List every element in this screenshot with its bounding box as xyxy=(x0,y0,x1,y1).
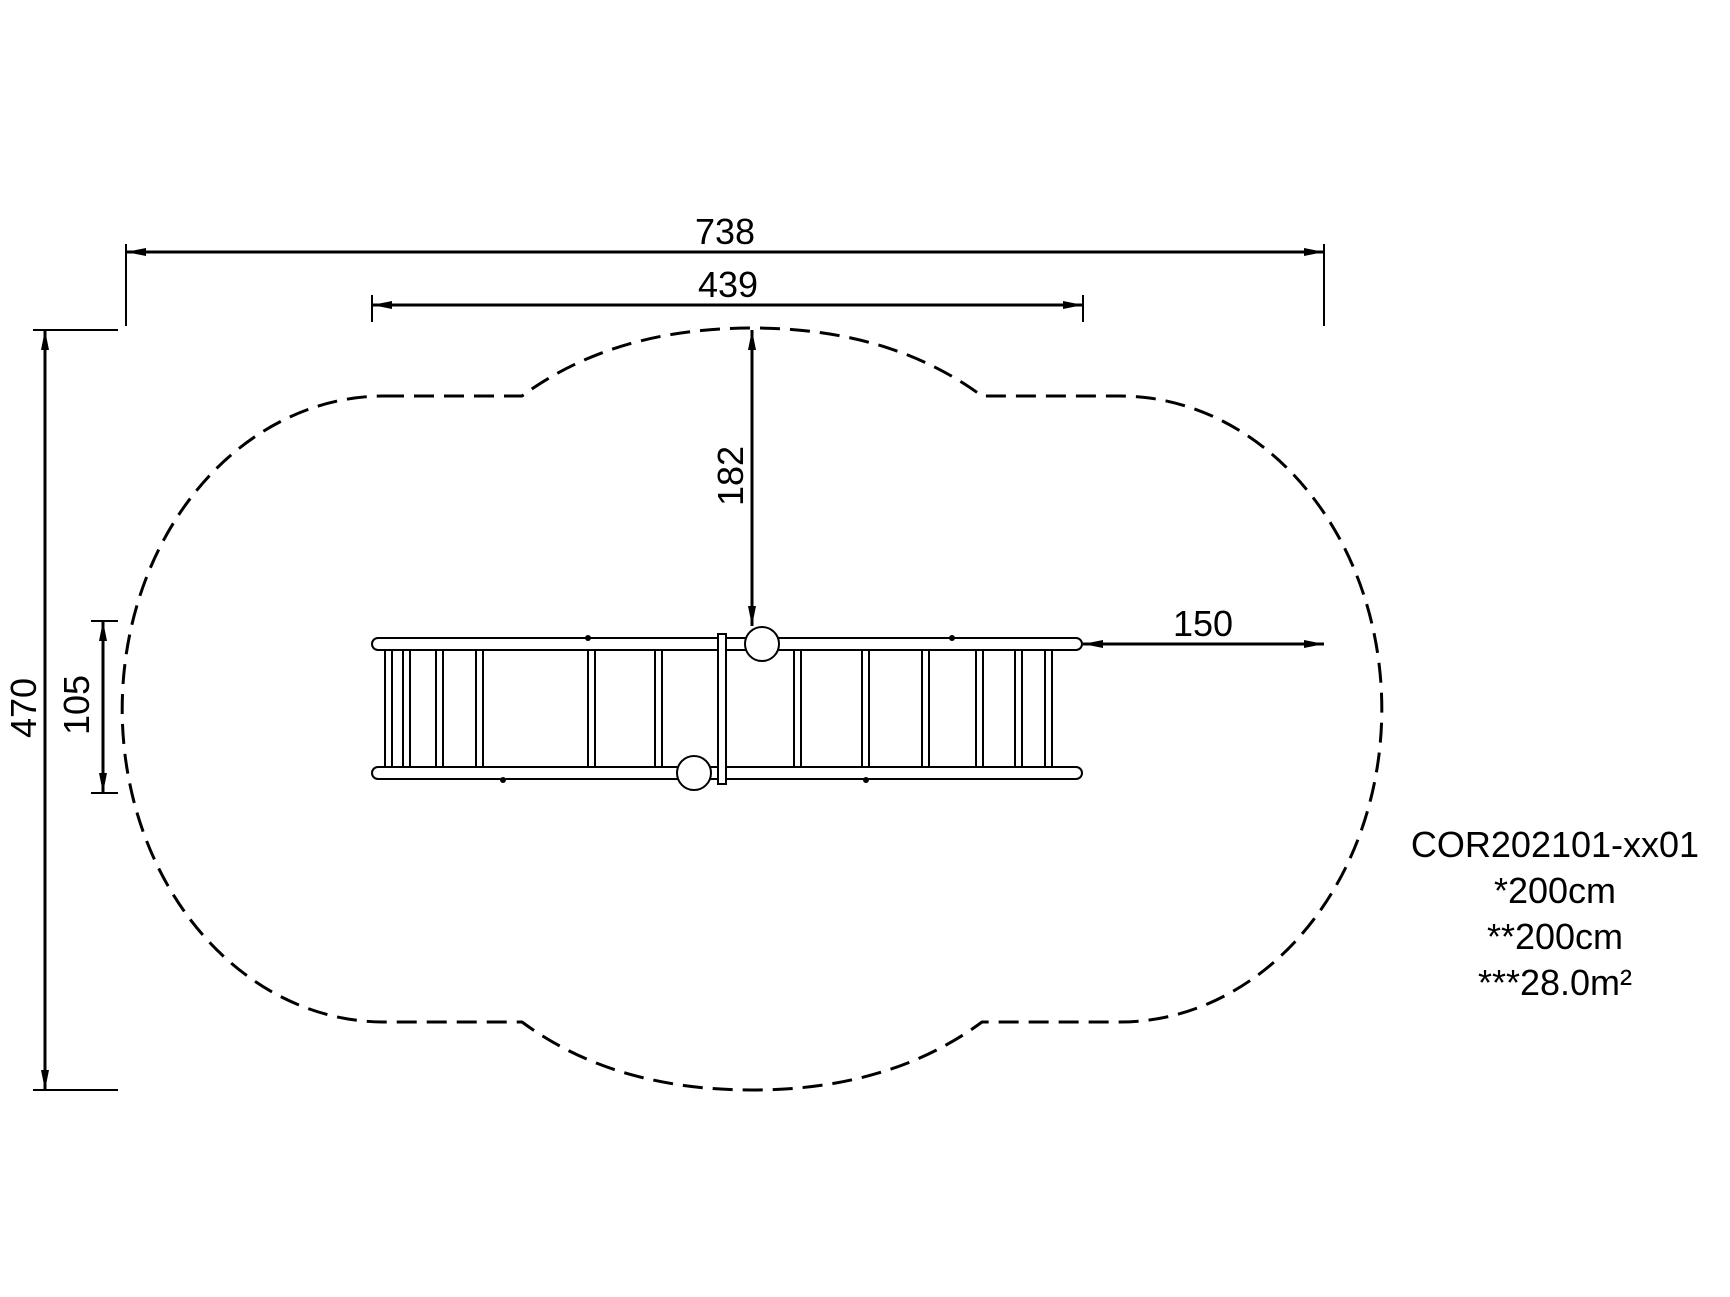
extension-lines xyxy=(33,244,1325,1091)
ladder-rung xyxy=(1044,649,1053,768)
equipment-width-label: 439 xyxy=(698,264,758,305)
spec-block: COR202101-xx01 *200cm **200cm ***28.0m² xyxy=(1380,822,1730,1006)
spec-line-3: ***28.0m² xyxy=(1477,962,1633,1003)
overall-width-label: 738 xyxy=(695,211,755,252)
ladder-rung xyxy=(435,649,444,768)
ladder-rung xyxy=(402,649,411,768)
overall-height-label: 470 xyxy=(3,678,44,738)
ladder-rung xyxy=(861,649,870,768)
ladder-rung xyxy=(587,649,596,768)
safety-zone-outline xyxy=(120,326,1384,1092)
spec-line-1: *200cm xyxy=(1493,870,1617,911)
post-top xyxy=(744,626,780,662)
dimension-lines xyxy=(41,248,1324,1090)
top-clearance-label: 182 xyxy=(710,446,751,506)
ladder-rung xyxy=(384,649,393,768)
ladder-rung xyxy=(921,649,930,768)
equipment-depth-label: 105 xyxy=(56,675,97,735)
side-clearance-label: 150 xyxy=(1173,603,1233,644)
ladder-rung xyxy=(654,649,663,768)
ladder-rung xyxy=(975,649,984,768)
ladder-rung xyxy=(1014,649,1023,768)
ladder-equipment xyxy=(371,626,1083,791)
product-code: COR202101-xx01 xyxy=(1410,824,1700,865)
ladder-center-divider xyxy=(717,633,727,785)
ladder-rung xyxy=(475,649,484,768)
ladder-rung xyxy=(793,649,802,768)
post-bottom xyxy=(676,755,712,791)
spec-line-2: **200cm xyxy=(1486,916,1624,957)
ladder-rungs xyxy=(384,649,1053,768)
rail-knobs xyxy=(500,635,955,783)
